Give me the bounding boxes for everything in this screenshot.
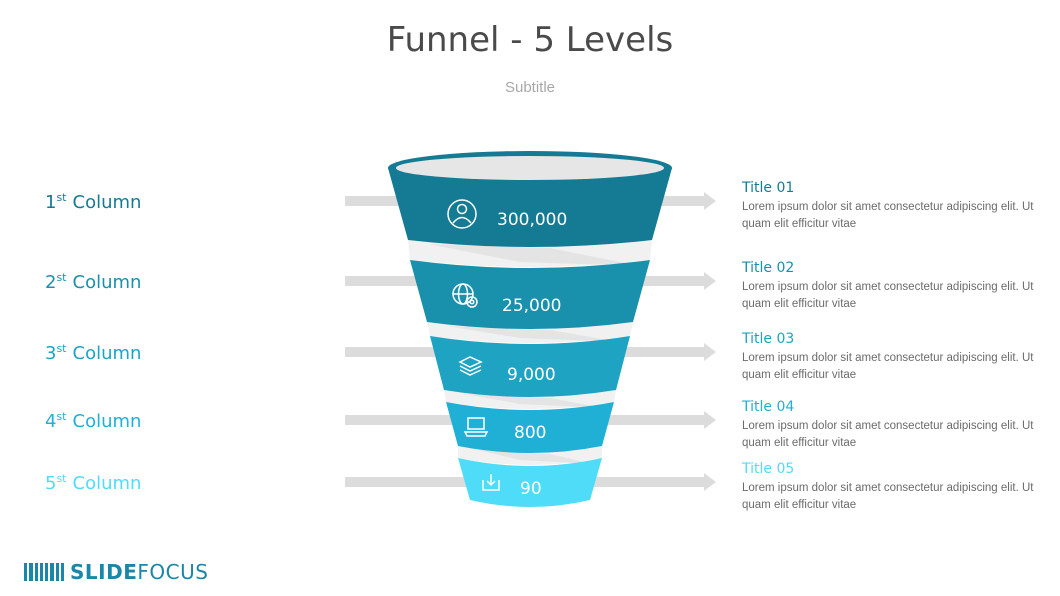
- funnel-band-3: [430, 336, 630, 397]
- slidefocus-logo: SLIDEFOCUS: [24, 560, 208, 584]
- connector-highlight-4: [478, 450, 592, 464]
- item-3: Title 03 Lorem ipsum dolor sit amet cons…: [742, 330, 1042, 384]
- arrow-head-3: [704, 343, 716, 361]
- item-title: Title 04: [742, 399, 795, 415]
- funnel-band-5: [458, 458, 602, 507]
- funnel-band-4: [446, 402, 614, 453]
- user-icon: [447, 199, 477, 229]
- slide-subtitle: Subtitle: [504, 79, 556, 96]
- funnel-rim-inner: [396, 156, 664, 180]
- arrow-head-2: [704, 272, 716, 290]
- item-title: Title 02: [742, 260, 795, 276]
- item-text: Lorem ipsum dolor sit amet consectetur a…: [742, 352, 1034, 381]
- item-4: Title 04 Lorem ipsum dolor sit amet cons…: [742, 398, 1042, 452]
- item-text: Lorem ipsum dolor sit amet consectetur a…: [742, 281, 1034, 310]
- item-text: Lorem ipsum dolor sit amet consectetur a…: [742, 482, 1034, 511]
- logo-text-light: FOCUS: [137, 560, 209, 584]
- funnel-band-2: [410, 260, 650, 329]
- globe-gear-icon: [452, 283, 478, 308]
- level-value-4: 800: [514, 423, 547, 443]
- logo-mark-icon: [24, 563, 64, 581]
- arrow-head-4: [704, 411, 716, 429]
- level-value-2: 25,000: [502, 296, 562, 316]
- item-title: Title 03: [742, 331, 795, 347]
- arrow-head-1: [704, 192, 716, 210]
- arrow-head-5: [704, 473, 716, 491]
- level-value-5: 90: [520, 479, 542, 499]
- item-text: Lorem ipsum dolor sit amet consectetur a…: [742, 420, 1034, 449]
- connector-highlight-1: [428, 244, 640, 266]
- download-tray-icon: [482, 474, 500, 491]
- item-1: Title 01 Lorem ipsum dolor sit amet cons…: [742, 179, 1042, 233]
- level-value-1: 300,000: [497, 210, 568, 230]
- item-title: Title 01: [742, 180, 795, 196]
- slide-title: Funnel - 5 Levels: [386, 20, 674, 60]
- connector-highlight-2: [447, 326, 620, 342]
- laptop-icon: [463, 417, 489, 437]
- item-text: Lorem ipsum dolor sit amet consectetur a…: [742, 201, 1034, 230]
- logo-text-bold: SLIDE: [70, 560, 138, 584]
- connector-highlight-3: [464, 394, 604, 408]
- item-title: Title 05: [742, 461, 795, 477]
- level-value-3: 9,000: [507, 365, 556, 385]
- item-2: Title 02 Lorem ipsum dolor sit amet cons…: [742, 259, 1042, 313]
- layers-icon: [458, 356, 483, 376]
- item-5: Title 05 Lorem ipsum dolor sit amet cons…: [742, 460, 1042, 514]
